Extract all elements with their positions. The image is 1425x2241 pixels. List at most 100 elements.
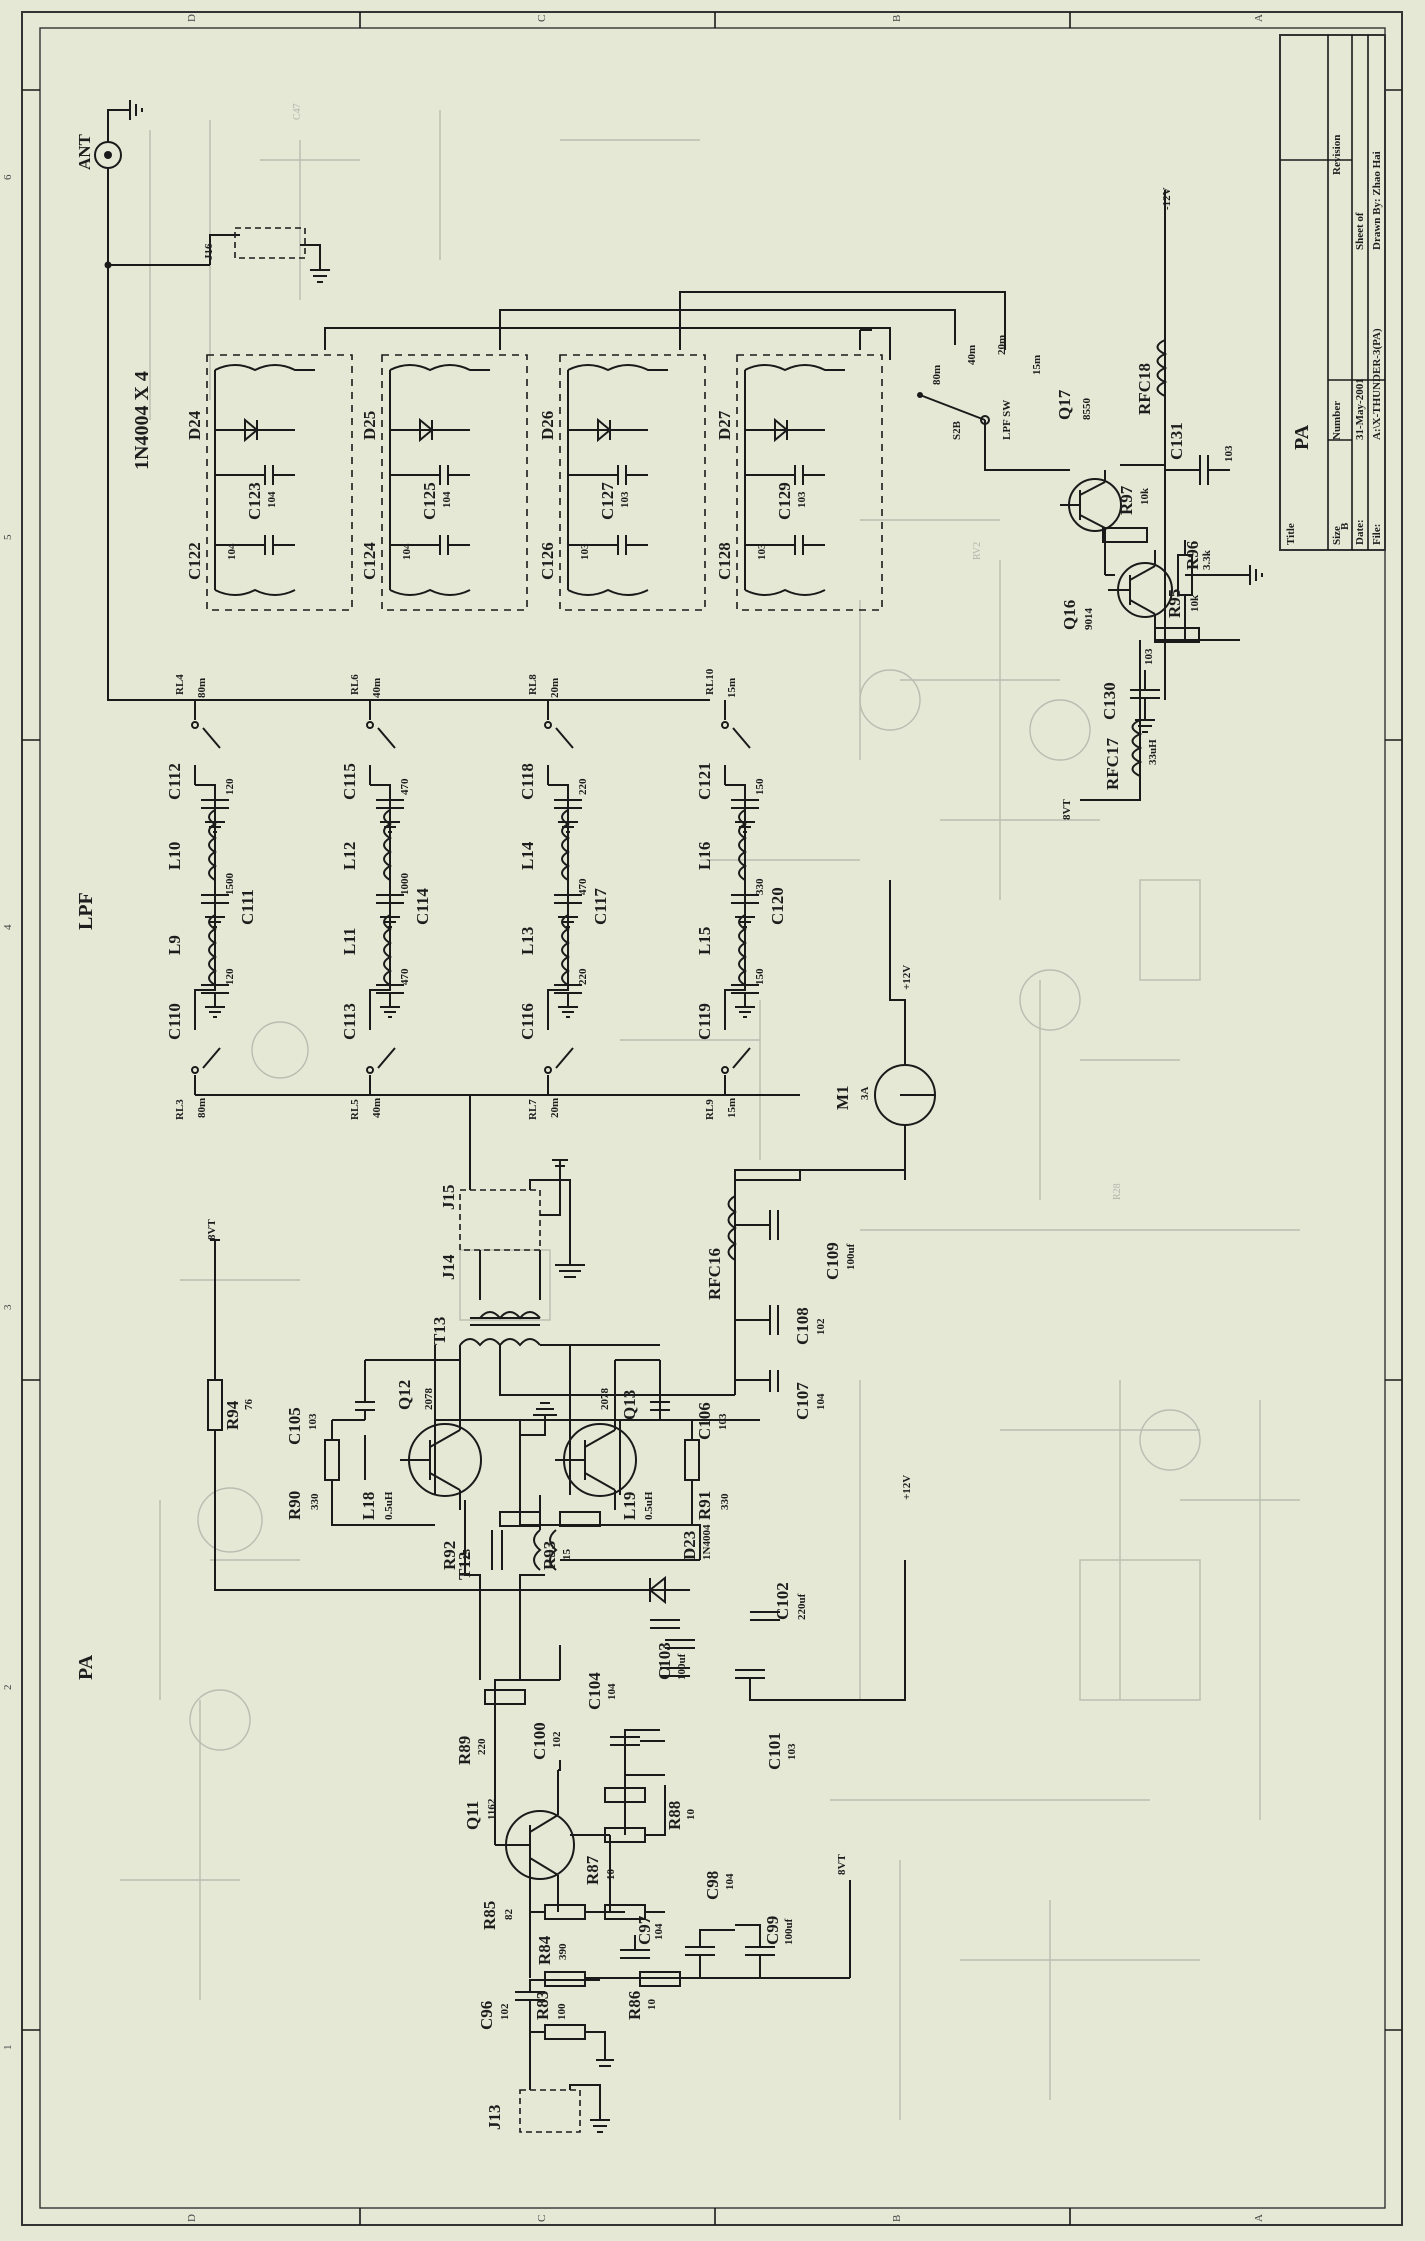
relay-c2-value-40m: 104 — [441, 491, 453, 508]
cap-mid-40m — [376, 894, 404, 928]
relay-c1-label-40m: C124 — [360, 542, 379, 580]
c-mid-value-15m: 330 — [754, 878, 766, 895]
c104-value: 104 — [606, 1683, 618, 1700]
r92-value: 15 — [461, 1549, 473, 1561]
c101-value: 103 — [786, 1743, 798, 1760]
meter-12v-label: +12V — [901, 965, 913, 990]
r97-value: 10k — [1139, 487, 1151, 505]
switch-ref: S2B — [951, 420, 963, 440]
pa-8vt-label: 8VT — [836, 1854, 848, 1875]
c102-label: C102 — [773, 1582, 792, 1620]
r91-label: R91 — [695, 1491, 714, 1520]
zone-row-a: A — [1253, 14, 1265, 22]
r96-label: R96 — [1183, 541, 1202, 570]
r94-value: 76 — [243, 1399, 255, 1411]
relay-c1-label-15m: C128 — [715, 542, 734, 580]
cap-mid-80m — [201, 894, 229, 928]
antenna-connector: ANT — [75, 100, 143, 265]
cap-out-80m — [201, 799, 229, 833]
c-out-label-80m: C112 — [165, 763, 184, 800]
q11-label: Q11 — [463, 1801, 482, 1830]
relay-out-pivot-80m — [191, 721, 199, 729]
c131-label: C131 — [1167, 422, 1186, 460]
relay-in-label-80m: RL3 — [174, 1099, 186, 1120]
c100-label: C100 — [530, 1722, 549, 1760]
zone-row-d: D — [186, 14, 198, 22]
relay-out-band-20m: 20m — [549, 678, 561, 698]
c100-value: 102 — [551, 1731, 563, 1748]
zone-col-2: 2 — [2, 1685, 14, 1691]
c-out-label-20m: C118 — [518, 763, 537, 800]
date-label: Date: — [1354, 519, 1366, 545]
c-out-label-40m: C115 — [340, 763, 359, 800]
q16-label: Q16 — [1060, 600, 1079, 630]
l2-label-80m: L10 — [165, 842, 184, 870]
diode-label-80m: D24 — [185, 410, 204, 440]
relay-in-label-40m: RL5 — [349, 1099, 361, 1120]
revision-label: Revision — [1331, 135, 1343, 175]
cap-in-15m — [731, 984, 759, 1018]
inner-border — [39, 27, 1386, 2209]
r95-value: 10k — [1189, 594, 1201, 612]
c107-label: C107 — [793, 1382, 812, 1420]
antenna-bus — [107, 265, 710, 701]
j13-label: J13 — [485, 2105, 504, 2131]
relay-contacts-80m — [194, 700, 221, 1095]
c101-label: C101 — [765, 1732, 784, 1770]
r89-value: 220 — [476, 1738, 488, 1755]
rfc17-label: RFC17 — [1103, 738, 1122, 790]
j16-label: J16 — [203, 243, 215, 260]
r86-value: 10 — [646, 1999, 658, 2011]
c-in-label-20m: C116 — [518, 1003, 537, 1040]
lpf-band-switch[interactable]: S2B LPF SW 80m 40m 20m 15m — [931, 335, 1043, 440]
q17-label: Q17 — [1055, 389, 1074, 420]
relay-contacts-15m — [724, 700, 751, 1095]
j14-label: J14 — [439, 1254, 458, 1280]
relay-out-band-15m: 15m — [726, 678, 738, 698]
pa-8vt-top-label: 8VT — [206, 1219, 218, 1240]
zone-col-5: 5 — [2, 534, 14, 540]
l19-label: L19 — [620, 1492, 639, 1520]
c-mid-label-15m: C120 — [768, 887, 787, 925]
t13-label: T13 — [430, 1317, 449, 1345]
zone-col-6: 6 — [2, 174, 14, 180]
svg-text:R28: R28 — [1112, 1183, 1123, 1200]
r87-label: R87 — [583, 1855, 602, 1885]
switch-pos-20m: 20m — [996, 335, 1008, 355]
diode-label-20m: D26 — [538, 411, 557, 440]
relay-in-pivot-20m — [544, 1066, 552, 1074]
band-select-wiring — [324, 291, 1070, 471]
cap-in-20m — [554, 984, 582, 1018]
c108-label: C108 — [793, 1307, 812, 1345]
cap-mid-20m — [554, 894, 582, 928]
relay-in-pivot-15m — [721, 1066, 729, 1074]
relay-coil-15m — [744, 364, 845, 596]
cap-mid-15m — [731, 894, 759, 928]
zone-row-b-bottom: B — [891, 2215, 903, 2222]
q12-label: Q12 — [395, 1380, 414, 1410]
zone-markers: 6 5 4 3 2 1 D C B A D C B A — [2, 12, 1402, 2225]
relay-c2-value-80m: 104 — [266, 491, 278, 508]
c98-value: 104 — [724, 1873, 736, 1890]
c-mid-label-40m: C114 — [413, 888, 432, 925]
l1-label-15m: L15 — [695, 927, 714, 955]
meter-value: 3A — [859, 1087, 871, 1101]
r92-label: R92 — [440, 1541, 459, 1570]
relay-out-label-20m: RL8 — [527, 674, 539, 695]
switch-pos-40m: 40m — [966, 345, 978, 365]
l1-label-20m: L13 — [518, 927, 537, 955]
relay-out-pivot-20m — [544, 721, 552, 729]
zone-col-3: 3 — [2, 1304, 14, 1310]
c-out-value-15m: 150 — [754, 778, 766, 795]
relay-box-15m — [736, 354, 883, 611]
antenna-label: ANT — [75, 133, 94, 170]
size-label: Size — [1331, 526, 1343, 545]
relay-network-80m — [215, 417, 295, 555]
l18-value: 0.5uH — [383, 1491, 395, 1520]
driver-m12v-label: -12V — [1161, 187, 1173, 210]
zone-row-c-bottom: C — [536, 2215, 548, 2222]
zone-row-a-bottom: A — [1253, 2214, 1265, 2222]
c103-label: C103 — [655, 1642, 674, 1680]
d23-label: D23 — [680, 1531, 699, 1560]
title-label: Title — [1285, 523, 1297, 545]
